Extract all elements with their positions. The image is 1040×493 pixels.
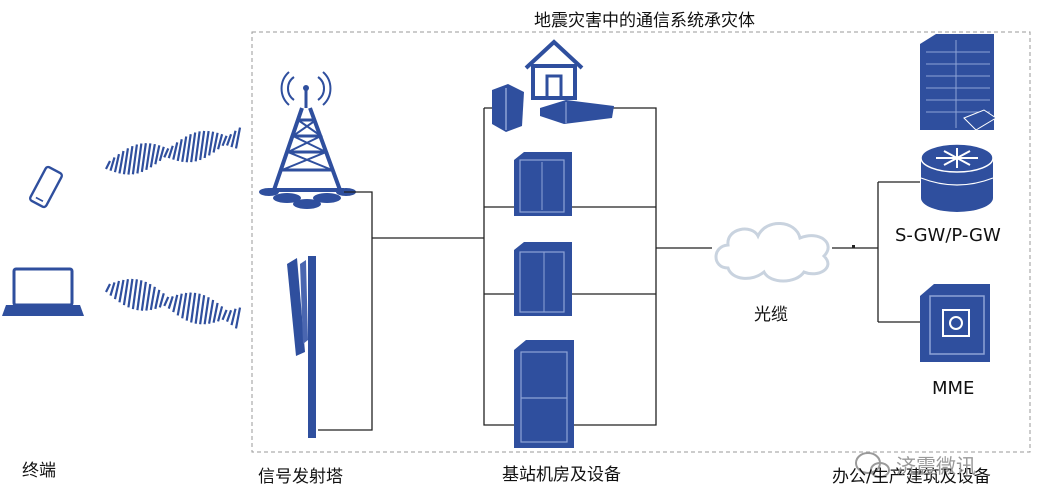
- wave-stroke: [203, 130, 210, 159]
- wave-stroke: [136, 280, 143, 311]
- wave-stroke: [212, 132, 219, 153]
- wave-stroke: [131, 144, 138, 175]
- wave-stroke: [225, 309, 233, 322]
- signal-wave-upper: [105, 127, 242, 175]
- wave-stroke: [167, 145, 174, 159]
- wave-stroke: [234, 307, 242, 329]
- wave-stroke: [234, 127, 242, 149]
- wave-stroke: [149, 143, 156, 168]
- label-office: 办公/生产建筑及设备: [832, 467, 991, 487]
- power-cabinet-icon: [514, 340, 574, 448]
- wave-stroke: [158, 146, 165, 162]
- label-tower: 信号发射塔: [258, 467, 343, 487]
- wave-stroke: [217, 133, 224, 150]
- wave-stroke: [145, 283, 152, 311]
- wave-stroke: [230, 130, 237, 148]
- wave-stroke: [118, 279, 125, 303]
- cloud-icon: [714, 222, 830, 283]
- wave-stroke: [190, 292, 197, 323]
- wave-stroke: [149, 286, 156, 311]
- wave-stroke: [199, 295, 206, 325]
- wave-stroke: [221, 135, 228, 147]
- wave-stroke: [185, 292, 192, 321]
- wave-stroke: [176, 293, 183, 316]
- diagram-title: 地震灾害中的通信系统承灾体: [534, 11, 755, 31]
- wave-stroke: [190, 132, 197, 163]
- wave-stroke: [172, 142, 179, 160]
- wave-stroke: [181, 292, 188, 319]
- mme-server-icon: [920, 284, 990, 362]
- signal-wave-lower: [105, 278, 242, 329]
- rack-unit-icon: [540, 100, 614, 124]
- lattice-tower-icon: [259, 71, 356, 209]
- wave-stroke: [217, 306, 224, 322]
- label-sgw: S-GW/P-GW: [895, 225, 1001, 246]
- label-station: 基站机房及设备: [502, 465, 621, 485]
- wave-stroke: [172, 294, 179, 313]
- wave-stroke: [140, 281, 147, 311]
- label-mme: MME: [932, 378, 975, 399]
- wave-stroke: [208, 299, 215, 324]
- wave-stroke: [163, 296, 170, 307]
- label-terminal: 终端: [22, 461, 56, 481]
- wave-stroke: [199, 130, 206, 161]
- wave-stroke: [113, 280, 121, 300]
- wave-stroke: [154, 289, 161, 310]
- outdoor-cabinet-icon: [492, 84, 524, 132]
- wave-stroke: [145, 143, 152, 171]
- wave-stroke: [127, 278, 134, 308]
- laptop-icon: [2, 267, 84, 316]
- wave-stroke: [127, 145, 134, 175]
- house-icon: [524, 39, 584, 100]
- wave-stroke: [109, 282, 116, 296]
- label-cable: 光缆: [754, 305, 788, 325]
- wechat-icon: [855, 452, 890, 478]
- wave-stroke: [113, 153, 121, 173]
- wave-stroke: [181, 136, 188, 163]
- wave-stroke: [105, 160, 111, 170]
- wave-stroke: [176, 139, 183, 162]
- wave-stroke: [158, 293, 165, 308]
- wave-stroke: [140, 143, 147, 173]
- wave-stroke: [194, 293, 201, 324]
- wave-stroke: [118, 150, 125, 174]
- wave-stroke: [105, 283, 111, 293]
- router-icon: [920, 143, 994, 212]
- wave-stroke: [203, 297, 210, 325]
- wave-stroke: [167, 296, 174, 309]
- server-cabinet-icon: [514, 242, 572, 316]
- phone-icon: [28, 165, 64, 209]
- wave-stroke: [194, 131, 201, 162]
- equipment-cabinet-icon: [514, 152, 572, 216]
- wave-stroke: [163, 147, 170, 158]
- wave-stroke: [208, 131, 215, 156]
- station-bus-lines: [483, 107, 657, 426]
- tower-link-line: [318, 191, 484, 431]
- antenna-pole-icon: [287, 256, 316, 438]
- wave-stroke: [154, 145, 161, 165]
- wave-stroke: [136, 143, 143, 174]
- wave-stroke: [109, 157, 116, 171]
- wave-stroke: [212, 302, 219, 323]
- optical-cable-line: [656, 181, 920, 323]
- wave-stroke: [122, 279, 130, 306]
- wave-stroke: [221, 309, 228, 321]
- wave-stroke: [185, 134, 192, 163]
- wave-stroke: [122, 148, 130, 175]
- watermark-text: 济震微讯: [896, 454, 976, 478]
- wave-stroke: [131, 279, 138, 310]
- wave-stroke: [230, 308, 237, 326]
- system-boundary-box: [251, 31, 1031, 453]
- office-building-icon: [920, 34, 997, 131]
- wave-stroke: [225, 133, 233, 146]
